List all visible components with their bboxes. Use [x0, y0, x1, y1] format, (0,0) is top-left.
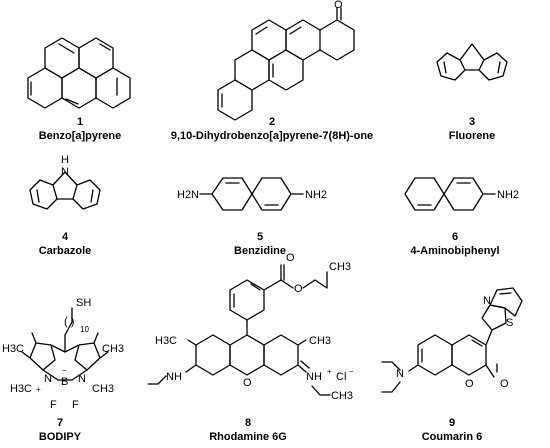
atom-label-h3c-7b: H3C — [10, 383, 32, 395]
atom-label-nitrogen: N — [61, 166, 69, 178]
atom-label-h3c-7a: H3C — [2, 343, 24, 355]
atom-label-ch3-8: CH3 — [309, 335, 331, 347]
compound-name-7: BODIPY — [39, 431, 82, 443]
atom-label-sulfur: S — [506, 317, 513, 329]
atom-label-chloride: Cl — [336, 371, 346, 383]
atom-label-h2n: H2N — [177, 189, 199, 201]
atom-label-o-carbonyl: O — [286, 252, 295, 264]
compound-number-3: 3 — [469, 116, 475, 128]
atom-label-o-ester: O — [294, 283, 303, 295]
structure-carbazole — [29, 171, 101, 210]
compound-name-2: 9,10-Dihydrobenzo[a]pyrene-7(8H)-one — [171, 130, 373, 142]
atom-label-nh2: NH2 — [305, 189, 327, 201]
structure-coumarin-6 — [381, 287, 523, 393]
structure-dihydrobenzopyrenone — [217, 7, 355, 121]
compound-number-9: 9 — [449, 417, 455, 429]
repeat-unit-bracket: ( ) — [64, 316, 74, 328]
compound-number-6: 6 — [452, 231, 458, 243]
charge-minus: − — [62, 366, 67, 375]
atom-label-n-7a: N — [44, 373, 52, 385]
compound-name-1: Benzo[a]pyrene — [39, 130, 122, 142]
atom-label-ch3-ethyl: CH3 — [331, 390, 353, 402]
atom-label-o-ring: O — [465, 378, 474, 390]
structure-rhodamine-6g — [147, 264, 331, 396]
charge-minus-8: − — [349, 367, 354, 376]
compound-name-9: Coumarin 6 — [422, 431, 483, 443]
atom-label-ch3-7a: CH3 — [102, 343, 124, 355]
compound-number-1: 1 — [77, 116, 83, 128]
atom-label-o-xanthene: O — [243, 377, 252, 389]
charge-plus-8: + — [327, 367, 332, 376]
structure-benzo-a-pyrene — [27, 37, 131, 109]
atom-label-n-thiazole: N — [483, 295, 491, 307]
atom-label-nh-plus: NH — [306, 371, 322, 383]
atom-label-hydrogen: H — [61, 154, 69, 166]
compound-number-5: 5 — [257, 231, 263, 243]
charge-plus: + — [36, 385, 41, 394]
atom-label-oxygen: O — [334, 0, 343, 11]
atom-label-o-lactone: O — [500, 378, 509, 390]
compound-number-7: 7 — [57, 417, 63, 429]
atom-label-ch3-7b: CH3 — [92, 383, 114, 395]
compound-number-8: 8 — [245, 417, 251, 429]
structure-bodipy — [21, 307, 109, 381]
structure-aminobiphenyl — [404, 177, 496, 211]
atom-label-h3c-8: H3C — [155, 335, 177, 347]
compound-name-5: Benzidine — [234, 245, 286, 257]
atom-label-nh2-6: NH2 — [497, 189, 519, 201]
repeat-unit-count: 10 — [80, 325, 89, 334]
atom-label-fluorine-a: F — [50, 399, 57, 411]
atom-label-fluorine-b: F — [72, 399, 79, 411]
atom-label-sh: SH — [76, 297, 91, 309]
compound-name-6: 4-Aminobiphenyl — [410, 245, 499, 257]
atom-label-boron: B — [61, 376, 68, 388]
compound-number-2: 2 — [269, 116, 275, 128]
structure-fluorene — [436, 43, 508, 81]
compound-number-4: 4 — [62, 231, 69, 243]
compound-name-4: Carbazole — [39, 245, 92, 257]
compound-name-3: Fluorene — [449, 130, 495, 142]
compound-name-8: Rhodamine 6G — [209, 431, 287, 443]
structure-benzidine — [199, 177, 304, 211]
atom-label-n-diethyl: N — [396, 368, 404, 380]
atom-label-nh: NH — [166, 371, 182, 383]
atom-label-ch3-ester: CH3 — [329, 261, 351, 273]
atom-label-n-7b: N — [78, 373, 86, 385]
